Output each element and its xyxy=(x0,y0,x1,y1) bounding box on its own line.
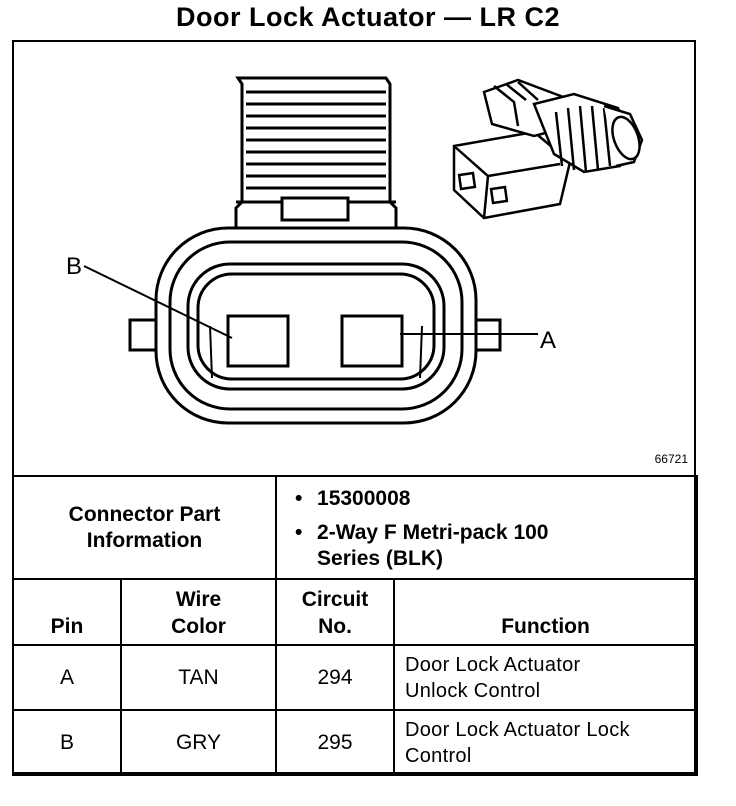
pin-b-label: B xyxy=(66,253,82,280)
table-row: A TAN 294 Door Lock Actuator Unlock Cont… xyxy=(12,644,699,711)
pin-a-cavity xyxy=(340,314,404,368)
header-pin: Pin xyxy=(12,578,122,646)
pin-b-leader xyxy=(83,265,233,339)
function-cell: Door Lock Actuator Unlock Control xyxy=(393,644,699,711)
connector-face xyxy=(128,226,502,425)
pin-b-cavity xyxy=(226,314,290,368)
part-number: 15300008 xyxy=(295,484,696,514)
connector-part-info-label: Connector Part Information xyxy=(11,475,278,580)
pin-cell: A xyxy=(12,644,122,711)
header-circuit-no: Circuit No. xyxy=(275,578,396,646)
wire-color-cell: TAN xyxy=(119,644,278,711)
pin-a-label: A xyxy=(540,327,556,354)
circuit-cell: 295 xyxy=(275,709,396,776)
table-header-row: Pin Wire Color Circuit No. Function xyxy=(12,578,699,646)
header-function: Function xyxy=(393,578,699,646)
page-title: Door Lock Actuator — LR C2 xyxy=(175,2,561,32)
function-cell: Door Lock Actuator Lock Control xyxy=(393,709,699,776)
part-description: 2-Way F Metri-pack 100 Series (BLK) xyxy=(295,520,557,572)
pin-cell: B xyxy=(12,709,122,776)
connector-table: Connector Part Information 15300008 2-Wa… xyxy=(11,475,699,776)
table-row: B GRY 295 Door Lock Actuator Lock Contro… xyxy=(12,709,699,776)
connector-part-info-list: 15300008 2-Way F Metri-pack 100 Series (… xyxy=(275,475,699,580)
connector-isometric-sketch xyxy=(452,78,644,220)
wire-color-cell: GRY xyxy=(119,709,278,776)
header-wire-color: Wire Color xyxy=(119,578,278,646)
circuit-cell: 294 xyxy=(275,644,396,711)
figure-id: 66721 xyxy=(654,452,688,466)
connector-info-row: Connector Part Information 15300008 2-Wa… xyxy=(11,475,699,580)
connector-housing xyxy=(234,76,398,234)
connector-diagram: B A xyxy=(66,76,644,425)
